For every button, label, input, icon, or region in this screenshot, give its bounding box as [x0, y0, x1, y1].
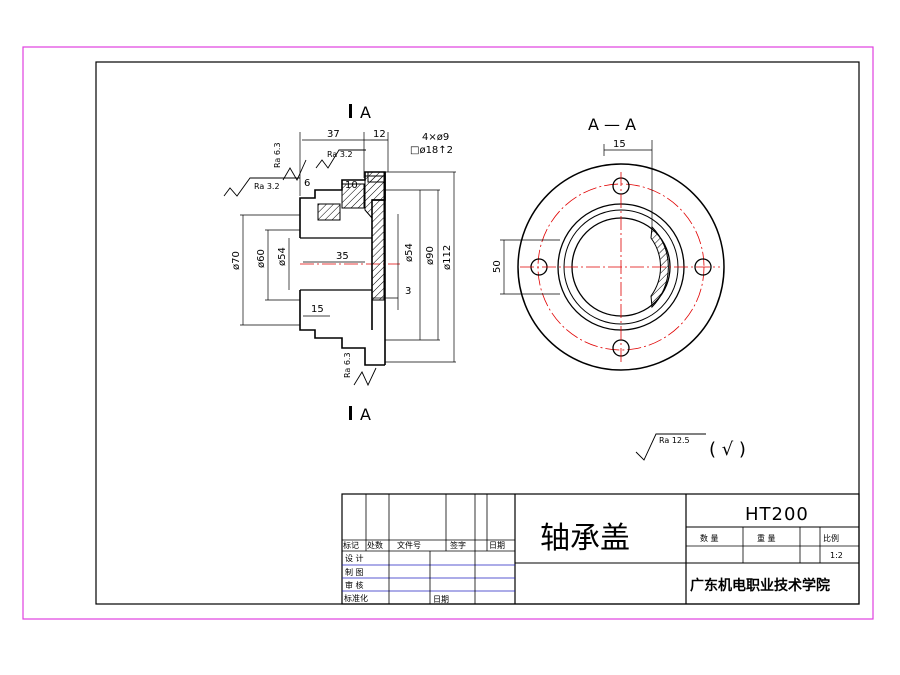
dim-6: 6 [304, 178, 310, 189]
hatch-crescent [650, 225, 669, 309]
tb-school: 广东机电职业技术学院 [690, 577, 830, 594]
dim-50: 50 [492, 260, 503, 273]
tb-scale-value: 1:2 [830, 551, 843, 560]
dim-d112: ø112 [442, 245, 453, 270]
dim-15-right: 15 [613, 139, 626, 150]
section-marker-bar-top [349, 104, 352, 118]
tb-r-std: 标准化 [344, 593, 368, 603]
ra-general: Ra 12.5 [659, 436, 690, 445]
section-marker-bottom: A [360, 405, 371, 424]
aa-view: A — A 15 50 [492, 115, 725, 371]
tb-r-date: 日期 [433, 595, 449, 604]
title-block [341, 493, 860, 605]
dim-d60: ø60 [256, 249, 267, 268]
tb-h-date: 日期 [489, 541, 505, 550]
hatch-flange-top [367, 171, 385, 183]
dim-12: 12 [373, 129, 386, 140]
title-material: HT200 [745, 504, 809, 525]
tb-h-count: 处数 [367, 540, 383, 550]
dim-15: 15 [311, 304, 324, 315]
title-part-name: 轴承盖 [540, 521, 630, 556]
dim-d70: ø70 [231, 251, 242, 270]
dim-flatness: □ø18↑2 [410, 145, 453, 156]
dim-d90: ø90 [425, 246, 436, 265]
tb-c-scale: 比例 [823, 533, 839, 543]
dim-d54: ø54 [277, 247, 288, 266]
part-outline-lower [299, 290, 385, 366]
tb-c-qty: 数 量 [700, 533, 719, 543]
section-marker-bar-bottom [349, 406, 352, 420]
ra-general-paren: ( √ ) [709, 439, 746, 460]
dim-3: 3 [405, 286, 411, 297]
tb-c-weight: 重 量 [757, 533, 776, 543]
dim-37: 37 [327, 129, 340, 140]
view-title-aa: A — A [588, 115, 636, 134]
section-view: A A [223, 103, 456, 424]
tb-r-draw: 制 图 [345, 567, 364, 577]
tb-r-review: 审 核 [345, 580, 364, 590]
bolt-hole-right [694, 258, 712, 276]
outer-frame [22, 46, 874, 620]
tb-r-design: 设 计 [345, 553, 364, 563]
ra-32-b: Ra 3.2 [327, 150, 353, 159]
hatch-wall-upper [317, 203, 341, 221]
dim-hole-spec: 4×ø9 [422, 132, 449, 143]
ra-63-top: Ra 6.3 [273, 142, 282, 168]
tb-h-mark: 标记 [343, 540, 359, 550]
ra-32-a: Ra 3.2 [254, 182, 280, 191]
tb-h-file: 文件号 [397, 540, 421, 550]
section-marker-top: A [360, 103, 371, 122]
ra-63-bottom: Ra 6.3 [343, 352, 352, 378]
general-roughness: Ra 12.5 ( √ ) [635, 433, 746, 461]
hatch-shoulder [341, 183, 365, 209]
outer-circle [517, 163, 725, 371]
dim-d54b: ø54 [404, 243, 415, 262]
tb-h-sign: 签字 [450, 540, 466, 550]
dim-10: 10 [345, 180, 358, 191]
dim-35: 35 [336, 251, 349, 262]
